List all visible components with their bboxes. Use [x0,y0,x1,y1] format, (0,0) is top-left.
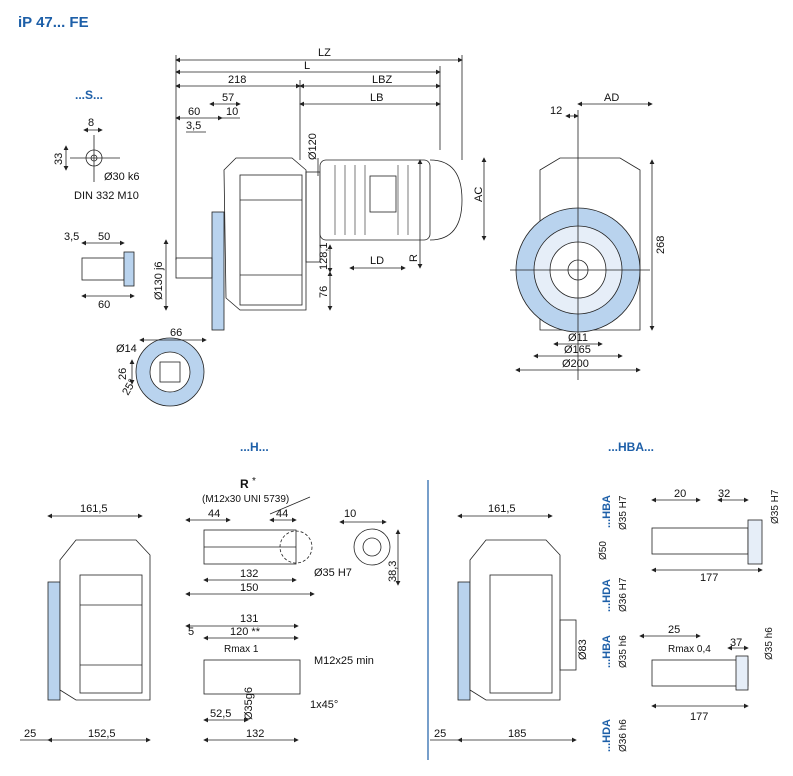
hba-dim-d50: Ø50 [598,541,609,560]
h-dim-m12: (M12x30 UNI 5739) [202,494,289,505]
dim-d120: Ø120 [307,133,319,160]
dim-lbz: LBZ [372,74,392,86]
h-dim-132: 132 [240,568,258,580]
front-dim-d200: Ø200 [562,358,589,370]
hba-dim-25: 25 [434,728,446,740]
flange-dim-66: 66 [170,327,182,339]
h-dim-120: 120 ** [230,626,261,638]
flange-dim-26: 26 [117,368,129,380]
section-label-hba: ...HBA... [608,440,655,454]
h-dim-52-5: 52,5 [210,708,231,720]
section-label-s: ...S... [75,88,104,102]
hba-label-1: ...HBA [601,495,613,528]
hba-dim-185: 185 [508,728,526,740]
h-dim-161-5: 161,5 [80,503,108,515]
h-dim-131: 131 [240,613,258,625]
section-label-h: ...H... [240,440,269,454]
h-dim-44b: 44 [276,508,288,520]
dim-128-1: 128,1 [318,242,330,270]
hda-label-1: ...HDA [601,579,613,612]
hba-dim-d83: Ø83 [577,639,589,660]
hba-dim-25b: 25 [668,624,680,636]
hba-dim-20: 20 [674,488,686,500]
hba-dim-d35-h6: Ø35 h6 [618,635,629,668]
front-dim-268: 268 [655,236,667,254]
hba-dim-d35-h7a: Ø35 H7 [618,495,629,530]
front-dim-d11: Ø11 [568,332,588,344]
h-dim-d35g6: Ø35g6 [243,687,255,720]
dim-r: R [408,254,420,262]
hba-dim-d35-h6b: Ø35 h6 [764,627,775,660]
h-dim-38-3: 38,3 [387,561,399,582]
hda-label-2: ...HDA [601,719,613,752]
s-dim-33: 33 [53,153,65,165]
dim-57: 57 [222,92,234,104]
dim-60: 60 [188,106,200,118]
s-dim-d30-k6: Ø30 k6 [104,171,139,183]
front-dim-ad: AD [604,92,619,104]
h-dim-5: 5 [188,626,194,638]
hba-dim-177b: 177 [690,711,708,723]
s-dim-din: DIN 332 M10 [74,190,139,202]
hba-label-2: ...HBA [601,635,613,668]
flange-dim-d14: Ø14 [116,343,137,355]
hba-dim-177a: 177 [700,572,718,584]
dim-218: 218 [228,74,246,86]
h-dim-r: R [240,477,249,491]
front-dim-d165: Ø165 [564,344,591,356]
h-dim-chamfer: 1x45° [310,699,338,711]
dim-lb: LB [370,92,383,104]
s-dim-8: 8 [88,117,94,129]
h-dim-m12x25: M12x25 min [314,655,374,667]
dim-ac: AC [473,187,485,202]
h-dim-star: * [252,476,256,487]
hba-dim-d36-h6: Ø36 h6 [618,719,629,752]
dim-76: 76 [318,286,330,298]
dim-3-5: 3,5 [186,120,201,132]
dim-d130-j6: Ø130 j6 [153,261,165,300]
front-dim-12: 12 [550,105,562,117]
h-dim-25: 25 [24,728,36,740]
h-dim-d35-h7: Ø35 H7 [314,567,352,579]
hba-dim-37: 37 [730,637,742,649]
h-dim-152-5: 152,5 [88,728,116,740]
s-dim-50: 50 [98,231,110,243]
s-dim-3-5: 3,5 [64,231,79,243]
h-dim-44a: 44 [208,508,220,520]
h-dim-rmax: Rmax 1 [224,644,259,655]
h-dim-150: 150 [240,582,258,594]
dim-10: 10 [226,106,238,118]
page-title: iP 47... FE [18,14,89,31]
dim-ld: LD [370,255,384,267]
hba-dim-rmax: Rmax 0,4 [668,644,711,655]
hba-dim-d35-h7b: Ø35 H7 [770,489,781,524]
hba-dim-32: 32 [718,488,730,500]
s-dim-60: 60 [98,299,110,311]
hba-dim-161-5: 161,5 [488,503,516,515]
h-dim-132b: 132 [246,728,264,740]
dim-l: L [304,60,310,72]
h-dim-10: 10 [344,508,356,520]
hba-dim-d36-h7: Ø36 H7 [618,577,629,612]
dim-lz: LZ [318,47,331,59]
